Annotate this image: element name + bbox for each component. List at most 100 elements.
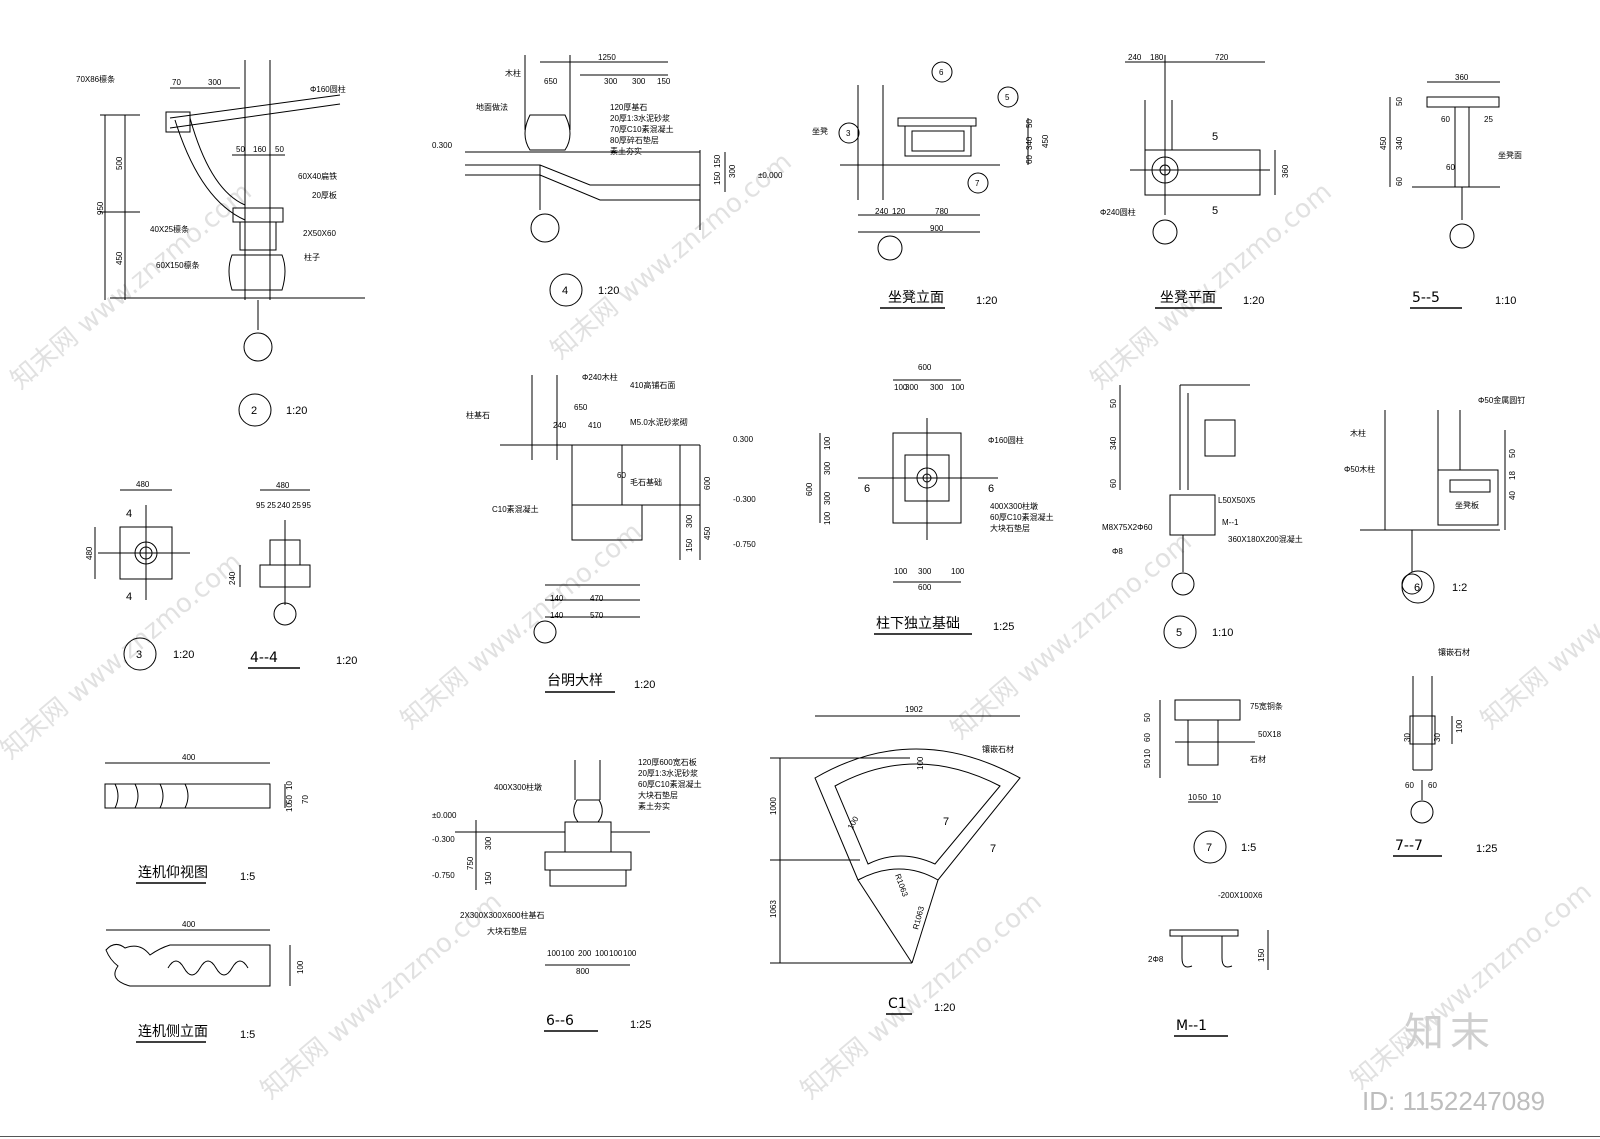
svg-text:±0.000: ±0.000	[758, 171, 783, 180]
svg-text:10: 10	[285, 803, 294, 812]
plan-c1: 1902 1000 1063 100 100 R1063 R1063 7 7 镶…	[769, 705, 1021, 1015]
svg-text:6: 6	[864, 483, 870, 495]
svg-text:2X300X300X600柱基石: 2X300X300X600柱基石	[460, 910, 545, 920]
svg-text:450: 450	[703, 526, 712, 540]
svg-text:6: 6	[988, 483, 994, 495]
svg-text:Φ240木柱: Φ240木柱	[582, 372, 618, 382]
svg-text:450: 450	[1379, 136, 1388, 150]
svg-text:720: 720	[1215, 53, 1229, 62]
section-6-6: ±0.000 -0.300 -0.750 300 750 150 100 100…	[432, 757, 702, 1032]
svg-text:150: 150	[685, 538, 694, 552]
svg-text:160: 160	[253, 145, 267, 154]
svg-text:10: 10	[1212, 793, 1221, 802]
watermark-text: 知末网 www.znzmo.com	[5, 177, 257, 396]
svg-text:10: 10	[1143, 749, 1152, 758]
detail-3: 480 480 4 4 3 1:20	[85, 480, 194, 671]
svg-text:0.300: 0.300	[733, 435, 754, 444]
svg-text:300: 300	[728, 164, 737, 178]
svg-text:300: 300	[604, 77, 618, 86]
svg-text:50: 50	[275, 145, 284, 154]
svg-text:-0.750: -0.750	[733, 540, 756, 549]
svg-text:7: 7	[943, 816, 949, 828]
svg-text:400: 400	[182, 753, 196, 762]
svg-text:200: 200	[578, 949, 592, 958]
svg-text:M8X75X2Φ60: M8X75X2Φ60	[1102, 523, 1153, 532]
svg-text:70厚C10素混凝土: 70厚C10素混凝土	[610, 124, 674, 134]
svg-text:100: 100	[894, 383, 908, 392]
watermark-layer: 知末网 www.znzmo.com 知末网 www.znzmo.com 知末网 …	[0, 147, 1600, 1106]
detail-bubble	[238, 393, 272, 427]
embed-m1: 150 -200X100X6 2Φ8 M--1	[1148, 891, 1269, 1037]
svg-text:25: 25	[292, 501, 301, 510]
svg-text:50: 50	[1198, 793, 1207, 802]
svg-text:素土夯实: 素土夯实	[610, 146, 642, 156]
svg-text:25: 25	[267, 501, 276, 510]
svg-text:1:20: 1:20	[336, 655, 357, 667]
svg-text:50: 50	[1025, 119, 1034, 128]
svg-text:1902: 1902	[905, 705, 923, 714]
svg-text:Φ50金属圆钉: Φ50金属圆钉	[1478, 395, 1525, 405]
svg-text:地面做法: 地面做法	[476, 102, 508, 112]
svg-text:木柱: 木柱	[1350, 428, 1366, 438]
svg-text:4: 4	[126, 591, 132, 603]
svg-text:100: 100	[623, 949, 637, 958]
svg-text:60厚C10素混凝土: 60厚C10素混凝土	[990, 512, 1054, 522]
svg-text:M--1: M--1	[1222, 518, 1239, 527]
svg-text:1063: 1063	[769, 900, 778, 918]
stool-plan: 240 180 720 360 5 5 Φ240圆柱 坐凳平面 1:20	[1100, 53, 1290, 309]
svg-text:7: 7	[1206, 842, 1212, 854]
svg-text:900: 900	[930, 224, 944, 233]
svg-text:100: 100	[823, 511, 832, 525]
svg-text:60: 60	[1143, 733, 1152, 742]
svg-text:Φ8: Φ8	[1112, 547, 1123, 556]
svg-text:台明大样: 台明大样	[547, 673, 603, 689]
svg-text:5--5: 5--5	[1412, 290, 1440, 306]
watermark-text: 知末网 www.znzmo.com	[1475, 517, 1600, 736]
svg-text:140: 140	[550, 594, 564, 603]
svg-text:400: 400	[182, 920, 196, 929]
svg-text:25: 25	[1484, 115, 1493, 124]
svg-text:300: 300	[632, 77, 646, 86]
svg-text:Φ240圆柱: Φ240圆柱	[1100, 207, 1136, 217]
svg-text:100: 100	[595, 949, 609, 958]
svg-text:100: 100	[1455, 719, 1464, 733]
svg-text:140: 140	[550, 611, 564, 620]
svg-text:800: 800	[576, 967, 590, 976]
svg-text:40X25檩条: 40X25檩条	[150, 224, 189, 234]
svg-text:60: 60	[1109, 479, 1118, 488]
svg-text:60: 60	[1441, 115, 1450, 124]
svg-text:600: 600	[703, 476, 712, 490]
svg-text:300: 300	[208, 78, 222, 87]
svg-text:-0.300: -0.300	[432, 835, 455, 844]
column-footing: 600 100 300 300 100 600 100 300 300 100 …	[805, 363, 1054, 635]
svg-text:480: 480	[136, 480, 150, 489]
svg-text:镶嵌石材: 镶嵌石材	[1438, 647, 1470, 657]
svg-text:18: 18	[1508, 471, 1517, 480]
svg-text:-200X100X6: -200X100X6	[1218, 891, 1263, 900]
svg-text:340: 340	[1025, 136, 1034, 150]
detail-5: 50 340 60 L50X50X5 M--1 M8X75X2Φ60 360X1…	[1102, 384, 1303, 649]
svg-text:60厚C10素混凝土: 60厚C10素混凝土	[638, 779, 702, 789]
svg-text:50: 50	[1143, 759, 1152, 768]
section-5-5: 360 50 340 450 60 60 25 60 坐凳面 5--5 1:10	[1379, 73, 1522, 309]
svg-text:50: 50	[1508, 449, 1517, 458]
svg-text:70: 70	[172, 78, 181, 87]
svg-text:400X300柱墩: 400X300柱墩	[494, 782, 542, 792]
svg-text:1:5: 1:5	[240, 871, 255, 883]
svg-text:600: 600	[918, 363, 932, 372]
svg-text:4: 4	[562, 285, 568, 297]
svg-text:300: 300	[685, 514, 694, 528]
svg-text:600: 600	[805, 482, 814, 496]
svg-text:60: 60	[617, 471, 626, 480]
svg-text:300: 300	[823, 461, 832, 475]
watermark-text: 知末网 www.znzmo.com	[395, 517, 647, 736]
svg-text:80厚碎石垫层: 80厚碎石垫层	[610, 135, 659, 145]
svg-text:4--4: 4--4	[250, 650, 278, 666]
svg-text:1:20: 1:20	[173, 649, 194, 661]
svg-text:240: 240	[875, 207, 889, 216]
svg-text:120厚600宽石板: 120厚600宽石板	[638, 757, 697, 767]
svg-text:600: 600	[918, 583, 932, 592]
svg-text:大块石垫层: 大块石垫层	[487, 926, 527, 936]
svg-text:5: 5	[1212, 205, 1218, 217]
